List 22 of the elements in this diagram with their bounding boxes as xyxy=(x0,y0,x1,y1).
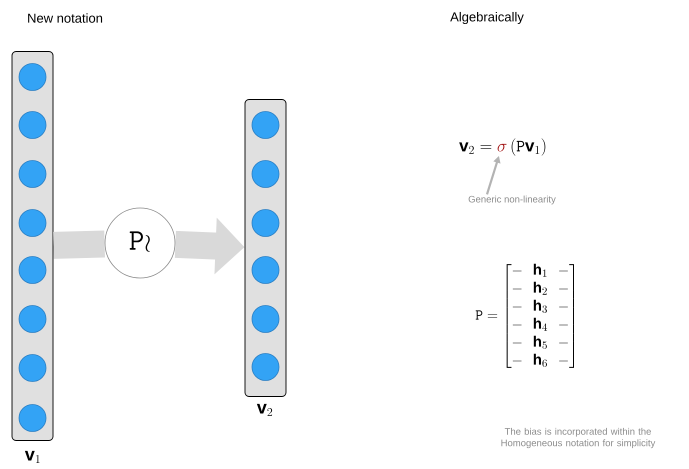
heading: Algebraically xyxy=(450,12,524,24)
equation: $\mathbf{v}_2 = \textcolor[HTML]{A01010}{\sigma}\left(\mathtt{P}\mathbf{v}_1\right)$ xyxy=(459,138,546,156)
neuron-circle xyxy=(18,404,46,432)
layer-label: $\mathbf{v}_2$ xyxy=(256,404,272,416)
neuron-circle xyxy=(18,354,46,382)
neuron-circle xyxy=(252,209,280,237)
neuron-circle xyxy=(18,209,46,237)
neuron-circle xyxy=(18,305,46,333)
matrix-equation: $\mathtt{P} = \begin{bmatrix} - & \mathbf{h}_1 & - \\ - & \mathbf{h}_2 & - \\ - & \mathbf{h}_3 & - \\ - & \mathbf{h}_4 & - \\ - & \mathbf{h}_5 & - \\ - & \mathbf{h}_6 & - \end{bmatrix}$ xyxy=(476,264,574,368)
heading: New notation xyxy=(28,13,102,23)
note-text: The bias is incorporated within the Homogeneous notation for simplicity xyxy=(501,428,656,448)
annotation-text: Generic non-linearity xyxy=(468,196,556,204)
neuron-circle xyxy=(18,111,46,139)
neuron-circle xyxy=(252,160,280,188)
neuron-circle xyxy=(18,160,46,188)
neuron-circle xyxy=(252,353,280,381)
neuron-circle xyxy=(252,111,280,139)
neuron-circle xyxy=(18,63,46,91)
neuron-circle xyxy=(252,305,280,333)
layer-label: $\mathbf{v}_1$ xyxy=(24,450,40,464)
neuron-circle xyxy=(252,256,280,284)
neuron-circle xyxy=(18,256,46,284)
